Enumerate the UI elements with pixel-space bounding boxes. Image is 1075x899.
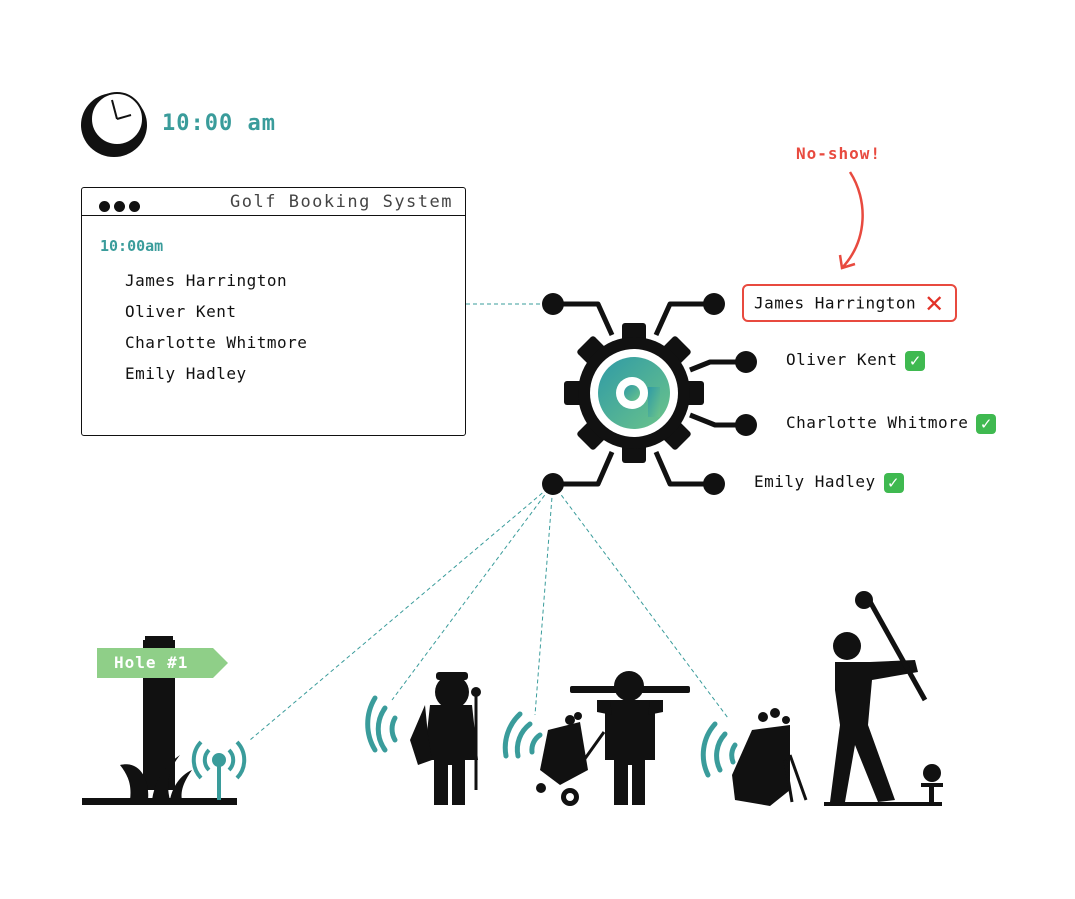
check-icon: ✓ <box>884 473 904 493</box>
result-name: Oliver Kent <box>786 350 897 369</box>
no-show-arrow <box>842 172 863 268</box>
golfer-shoulders-icon <box>570 671 690 805</box>
window-controls[interactable] <box>99 197 144 216</box>
result-row: James Harrington ✕ <box>754 290 945 318</box>
result-row: Oliver Kent ✓ <box>786 350 925 371</box>
tee-icon <box>921 764 943 802</box>
hole-sign-label: Hole #1 <box>114 653 188 672</box>
result-name: Emily Hadley <box>754 472 876 491</box>
result-name: James Harrington <box>754 294 916 313</box>
golf-bag-icon <box>732 708 806 806</box>
window-title: Golf Booking System <box>230 192 453 212</box>
clock-icon <box>81 93 147 157</box>
no-show-annotation: No-show! <box>796 144 881 163</box>
booking-window: Golf Booking System 10:00am James Harrin… <box>81 187 466 436</box>
cross-icon: ✕ <box>924 290 945 318</box>
gear-hub-icon <box>542 293 757 495</box>
window-title-bar: Golf Booking System <box>82 188 465 216</box>
booking-slot-time: 10:00am <box>100 237 163 255</box>
booking-player: Oliver Kent <box>125 302 307 333</box>
sensor-icon <box>194 742 244 800</box>
booking-player-list: James Harrington Oliver Kent Charlotte W… <box>125 271 307 395</box>
check-icon: ✓ <box>976 414 996 434</box>
result-row: Emily Hadley ✓ <box>754 472 904 493</box>
booking-player: Emily Hadley <box>125 364 307 395</box>
trolley-icon <box>536 712 604 806</box>
booking-player: James Harrington <box>125 271 307 302</box>
result-row: Charlotte Whitmore ✓ <box>786 413 996 434</box>
time-label: 10:00 am <box>162 111 276 136</box>
booking-player: Charlotte Whitmore <box>125 333 307 364</box>
result-name: Charlotte Whitmore <box>786 413 968 432</box>
check-icon: ✓ <box>905 351 925 371</box>
golfer-with-bag-icon <box>410 672 481 805</box>
